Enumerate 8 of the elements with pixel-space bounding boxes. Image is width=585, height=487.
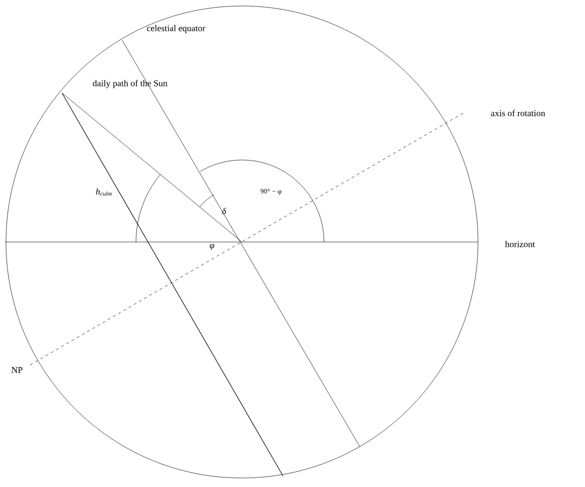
pole-label: NP [12, 367, 22, 373]
line-label: horizont [505, 240, 535, 248]
line-label: celestial equator [147, 24, 206, 34]
line-label: axis of rotation [491, 110, 546, 116]
angle-label: φ [210, 244, 214, 250]
line-label: daily path of the Sun [92, 80, 168, 88]
angle-label: h$_{culm}$ [96, 188, 112, 196]
angle-label: δ [222, 208, 226, 214]
